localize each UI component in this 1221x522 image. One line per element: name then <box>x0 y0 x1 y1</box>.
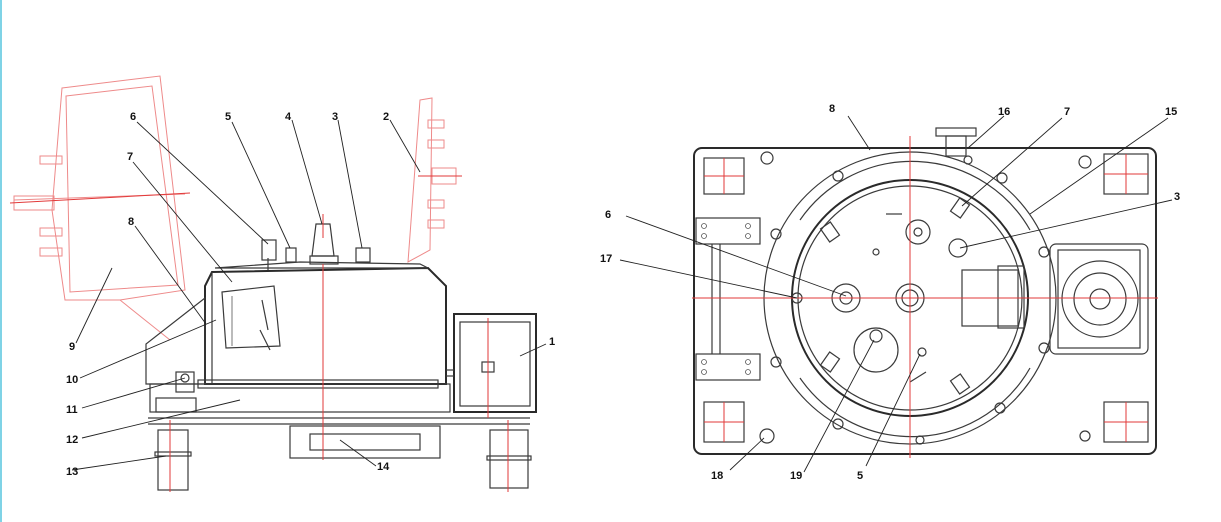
callout-1: 1 <box>549 336 555 348</box>
side-view: 1 2 3 4 5 6 7 8 9 10 11 12 13 14 <box>9 75 555 492</box>
callout-5: 5 <box>225 111 231 123</box>
callout-8: 8 <box>128 216 134 228</box>
hinge-brackets <box>695 217 761 381</box>
callout-11: 11 <box>66 404 78 416</box>
bearing-housing <box>961 243 1149 355</box>
callout-8: 8 <box>829 103 835 115</box>
callout-3: 3 <box>332 111 338 123</box>
top-view: 8 16 7 15 3 6 17 18 19 5 <box>600 103 1180 482</box>
side-callouts: 1 2 3 4 5 6 7 8 9 10 11 12 13 14 <box>66 111 555 478</box>
callout-13: 13 <box>66 466 78 478</box>
frame-edge <box>0 0 2 522</box>
side-leaders <box>71 119 547 471</box>
callout-5: 5 <box>857 470 863 482</box>
foot-pads <box>703 151 1149 444</box>
callout-6: 6 <box>605 209 611 221</box>
lid-clamps <box>770 155 1050 445</box>
top-callouts: 8 16 7 15 3 6 17 18 19 5 <box>600 103 1180 482</box>
callout-14: 14 <box>377 461 390 473</box>
callout-17: 17 <box>600 253 612 265</box>
callout-9: 9 <box>69 341 75 353</box>
inlet-nozzle <box>935 127 977 157</box>
callout-18: 18 <box>711 470 723 482</box>
callout-16: 16 <box>998 106 1010 118</box>
motor <box>446 313 537 418</box>
callout-19: 19 <box>790 470 802 482</box>
callout-12: 12 <box>66 434 78 446</box>
base-plate <box>693 147 1157 455</box>
callout-3: 3 <box>1174 191 1180 203</box>
base-frame <box>145 296 532 492</box>
callout-7: 7 <box>1064 106 1070 118</box>
open-lid-left <box>9 75 191 341</box>
callout-7: 7 <box>127 151 133 163</box>
callout-4: 4 <box>285 111 292 123</box>
callout-15: 15 <box>1165 106 1177 118</box>
open-lid-right <box>407 97 462 263</box>
callout-10: 10 <box>66 374 78 386</box>
top-leaders <box>619 115 1173 473</box>
callout-2: 2 <box>383 111 389 123</box>
callout-6: 6 <box>130 111 136 123</box>
